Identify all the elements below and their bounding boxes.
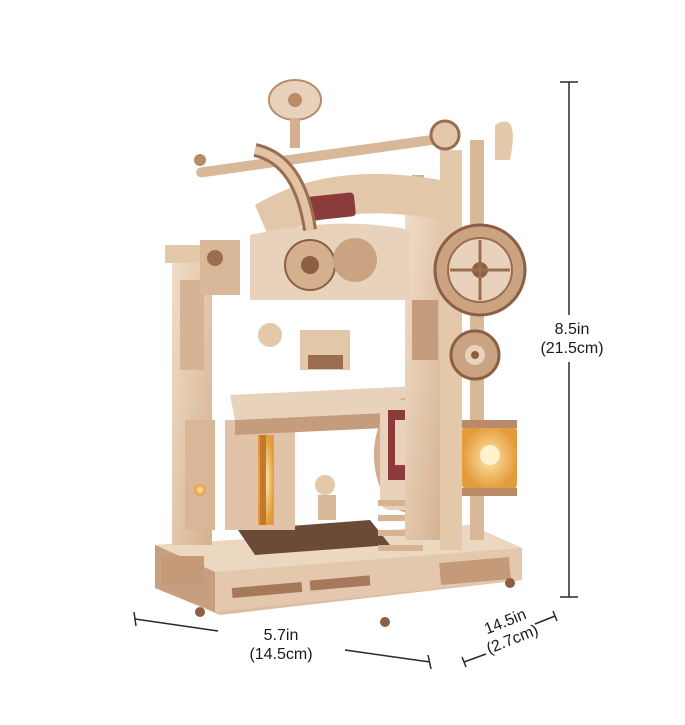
base-platform: [155, 525, 522, 627]
ladder-rungs: [378, 500, 423, 551]
height-centimeters: (21.5cm): [540, 340, 604, 357]
left-lamp-chamber: [225, 420, 295, 530]
lever-arm: [194, 119, 513, 232]
large-gear: [433, 223, 527, 317]
small-gear: [449, 329, 501, 381]
left-pillar: [165, 240, 240, 545]
height-inches: 8.5in: [554, 321, 590, 338]
height-dimension-label: 8.5in (21.5cm): [522, 320, 622, 358]
depth-dimension-line: [461, 610, 558, 668]
width-dimension-label: 5.7in (14.5cm): [226, 626, 336, 664]
press-figures: [258, 323, 350, 520]
width-centimeters: (14.5cm): [249, 646, 313, 663]
width-dimension-line: [133, 611, 432, 670]
right-lamp: [462, 420, 517, 496]
top-crest: [268, 79, 322, 148]
width-inches: 5.7in: [263, 627, 299, 644]
height-dimension-line: [560, 81, 578, 598]
